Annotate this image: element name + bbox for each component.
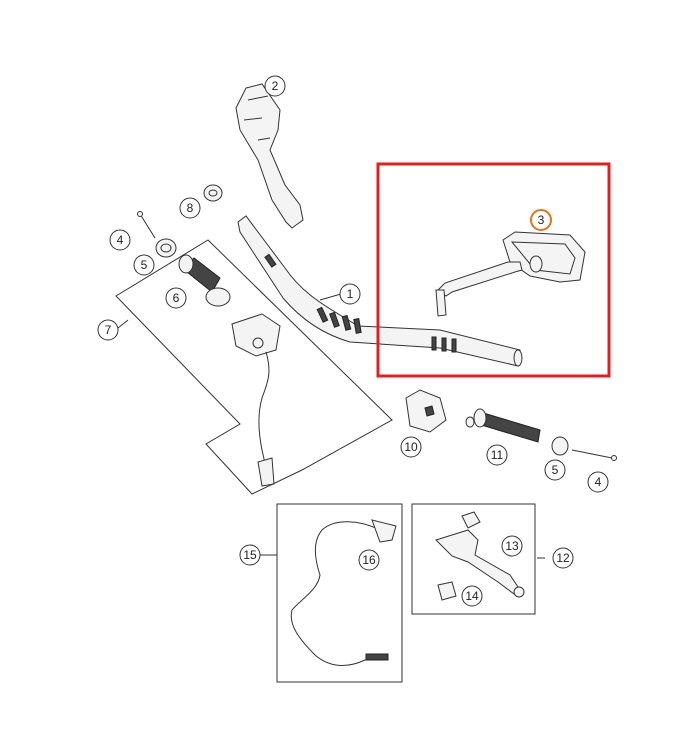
callout-13[interactable]: 13 <box>501 535 523 557</box>
callout-4-right[interactable]: 4 <box>587 471 609 493</box>
bar-end-left-part[interactable] <box>155 238 177 258</box>
highlight-box <box>376 162 611 378</box>
callout-4-left[interactable]: 4 <box>109 229 131 251</box>
throttle-grip-part[interactable] <box>465 408 541 443</box>
svg-text:2: 2 <box>272 79 279 93</box>
svg-text:3: 3 <box>538 213 545 227</box>
callout-12[interactable]: 12 <box>552 547 574 569</box>
callout-14[interactable]: 14 <box>461 585 483 607</box>
svg-text:8: 8 <box>187 201 194 215</box>
handlebar-part[interactable] <box>237 215 523 367</box>
callout-6[interactable]: 6 <box>165 287 187 309</box>
svg-text:15: 15 <box>243 548 257 562</box>
left-switch-part[interactable] <box>231 313 281 487</box>
bolt-left-part[interactable] <box>137 211 156 239</box>
svg-text:4: 4 <box>117 233 124 247</box>
callout-11[interactable]: 11 <box>486 444 508 466</box>
callout-16[interactable]: 16 <box>358 549 380 571</box>
callout-5-left[interactable]: 5 <box>133 254 155 276</box>
svg-text:14: 14 <box>465 589 479 603</box>
leader-lines <box>117 293 545 559</box>
callout-2[interactable]: 2 <box>264 75 286 97</box>
callout-1[interactable]: 1 <box>339 283 361 305</box>
svg-text:12: 12 <box>556 551 570 565</box>
callout-8[interactable]: 8 <box>179 197 201 219</box>
callout-10[interactable]: 10 <box>400 436 422 458</box>
svg-text:10: 10 <box>404 440 418 454</box>
callout-7[interactable]: 7 <box>97 319 119 341</box>
group-box-15 <box>276 503 403 683</box>
group-box-12 <box>411 503 536 615</box>
mirror-part[interactable] <box>435 231 586 317</box>
brake-lever-top-part[interactable] <box>235 83 304 229</box>
svg-text:6: 6 <box>173 291 180 305</box>
bar-end-right-part[interactable] <box>551 436 569 456</box>
callout-15[interactable]: 15 <box>239 544 261 566</box>
svg-text:7: 7 <box>105 323 112 337</box>
clutch-switch-part[interactable] <box>437 581 457 601</box>
clutch-lever-part[interactable] <box>435 511 525 598</box>
svg-text:4: 4 <box>595 475 602 489</box>
right-switch-part[interactable] <box>405 389 447 433</box>
svg-text:1: 1 <box>347 287 354 301</box>
bolt-right-part[interactable] <box>571 449 617 461</box>
group-outline-7 <box>115 239 393 495</box>
svg-text:5: 5 <box>552 463 559 477</box>
svg-text:16: 16 <box>362 553 376 567</box>
svg-text:13: 13 <box>505 539 519 553</box>
svg-text:11: 11 <box>491 448 504 462</box>
callout-3[interactable]: 3 <box>530 209 552 231</box>
svg-text:5: 5 <box>141 258 148 272</box>
clutch-cable-part[interactable] <box>290 519 397 666</box>
callout-5-right[interactable]: 5 <box>544 459 566 481</box>
bar-end-weight-part[interactable] <box>203 184 223 202</box>
grip-left-part[interactable] <box>178 254 231 307</box>
